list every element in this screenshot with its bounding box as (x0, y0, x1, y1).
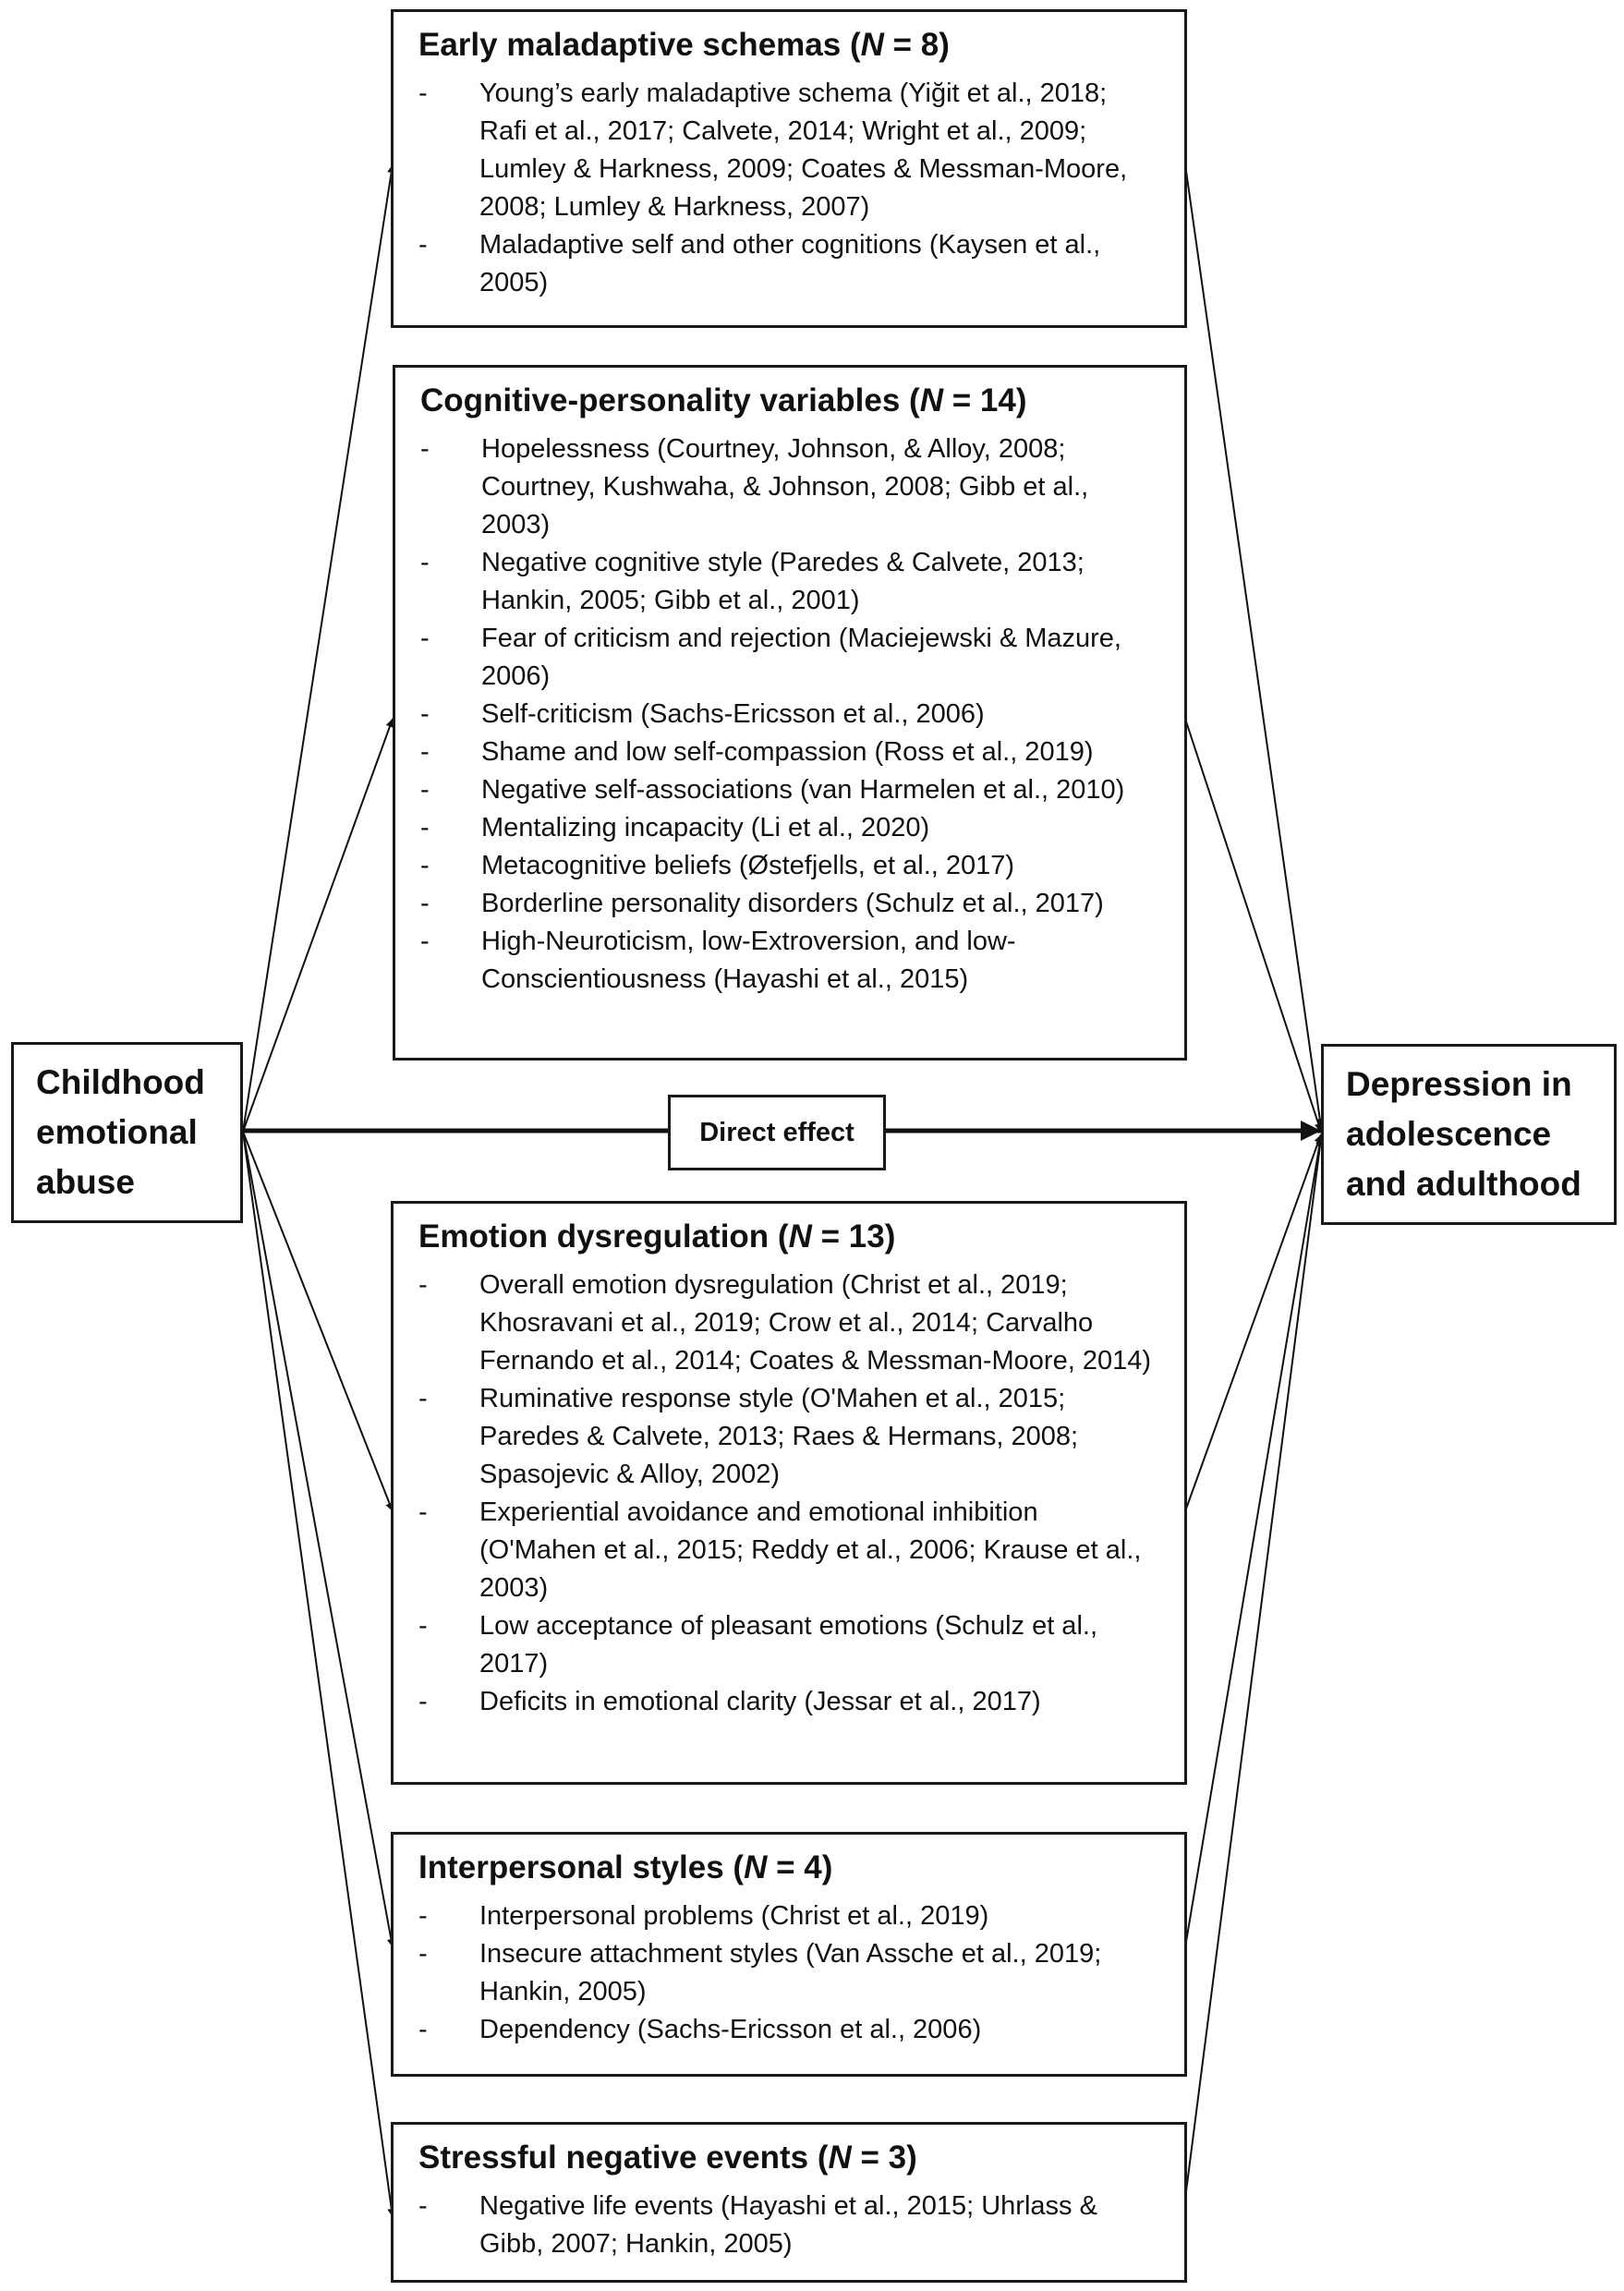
list-item: Negative self-associations (van Harmelen… (420, 771, 1160, 809)
arrow-emotion-to-target (1184, 1133, 1323, 1512)
mediator-cognitive-personality-variables: Cognitive-personality variables (N = 14)… (393, 365, 1187, 1061)
mediator-title: Cognitive-personality variables (N = 14) (420, 382, 1027, 418)
arrow-interpersonal-to-target (1184, 1135, 1324, 1948)
mediator-title: Emotion dysregulation (N = 13) (418, 1218, 896, 1255)
mediator-early-maladaptive-schemas: Early maladaptive schemas (N = 8) Young’… (391, 9, 1187, 328)
arrow-source-to-stressful (242, 1131, 396, 2218)
arrow-cognitive-to-target (1184, 718, 1323, 1133)
direct-effect-label: Direct effect (668, 1095, 886, 1170)
list-item: Deficits in emotional clarity (Jessar et… (418, 1683, 1160, 1721)
list-item: Maladaptive self and other cognitions (K… (418, 226, 1160, 302)
mediator-title: Interpersonal styles (N = 4) (418, 1849, 833, 1885)
list-item: Mentalizing incapacity (Li et al., 2020) (420, 809, 1160, 847)
mediator-item-list: Negative life events (Hayashi et al., 20… (418, 2188, 1160, 2263)
target-node-line: adolescence (1346, 1115, 1552, 1153)
mediator-item-list: Hopelessness (Courtney, Johnson, & Alloy… (420, 430, 1160, 999)
arrow-source-to-cognitive (242, 718, 394, 1133)
mediator-item-list: Overall emotion dysregulation (Christ et… (418, 1267, 1160, 1721)
mediator-stressful-negative-events: Stressful negative events (N = 3) Negati… (391, 2122, 1187, 2283)
list-item: Experiential avoidance and emotional inh… (418, 1494, 1160, 1607)
source-node-line: abuse (36, 1163, 135, 1201)
list-item: Negative life events (Hayashi et al., 20… (418, 2188, 1160, 2263)
source-node: Childhood emotional abuse (11, 1042, 243, 1223)
arrow-source-to-interpersonal (242, 1131, 395, 1948)
list-item: Self-criticism (Sachs-Ericsson et al., 2… (420, 696, 1160, 733)
target-node-line: Depression in (1346, 1065, 1572, 1103)
list-item: Negative cognitive style (Paredes & Calv… (420, 544, 1160, 620)
list-item: Low acceptance of pleasant emotions (Sch… (418, 1607, 1160, 1683)
list-item: Fear of criticism and rejection (Macieje… (420, 620, 1160, 696)
target-node: Depression in adolescence and adulthood (1321, 1044, 1617, 1225)
mediator-item-list: Interpersonal problems (Christ et al., 2… (418, 1897, 1160, 2049)
arrow-source-to-schemas (242, 164, 396, 1133)
source-node-line: Childhood (36, 1063, 205, 1101)
list-item: Young’s early maladaptive schema (Yiğit … (418, 75, 1160, 226)
source-node-line: emotional (36, 1113, 198, 1151)
list-item: Insecure attachment styles (Van Assche e… (418, 1935, 1160, 2011)
list-item: Hopelessness (Courtney, Johnson, & Alloy… (420, 430, 1160, 544)
list-item: Overall emotion dysregulation (Christ et… (418, 1267, 1160, 1380)
list-item: Shame and low self-compassion (Ross et a… (420, 733, 1160, 771)
list-item: Interpersonal problems (Christ et al., 2… (418, 1897, 1160, 1935)
list-item: Dependency (Sachs-Ericsson et al., 2006) (418, 2011, 1160, 2049)
arrow-stressful-to-target (1184, 1137, 1325, 2200)
list-item: Borderline personality disorders (Schulz… (420, 885, 1160, 923)
arrow-source-to-emotion (242, 1131, 394, 1512)
list-item: Metacognitive beliefs (Østefjells, et al… (420, 847, 1160, 885)
mediator-title: Stressful negative events (N = 3) (418, 2139, 917, 2176)
mediator-title: Early maladaptive schemas (N = 8) (418, 27, 950, 63)
target-node-line: and adulthood (1346, 1165, 1582, 1203)
list-item: High-Neuroticism, low-Extroversion, and … (420, 923, 1160, 999)
mediator-interpersonal-styles: Interpersonal styles (N = 4) Interperson… (391, 1832, 1187, 2077)
mediator-item-list: Young’s early maladaptive schema (Yiğit … (418, 75, 1160, 302)
list-item: Ruminative response style (O'Mahen et al… (418, 1380, 1160, 1494)
arrow-schemas-to-target (1184, 164, 1325, 1128)
mediator-emotion-dysregulation: Emotion dysregulation (N = 13) Overall e… (391, 1201, 1187, 1785)
